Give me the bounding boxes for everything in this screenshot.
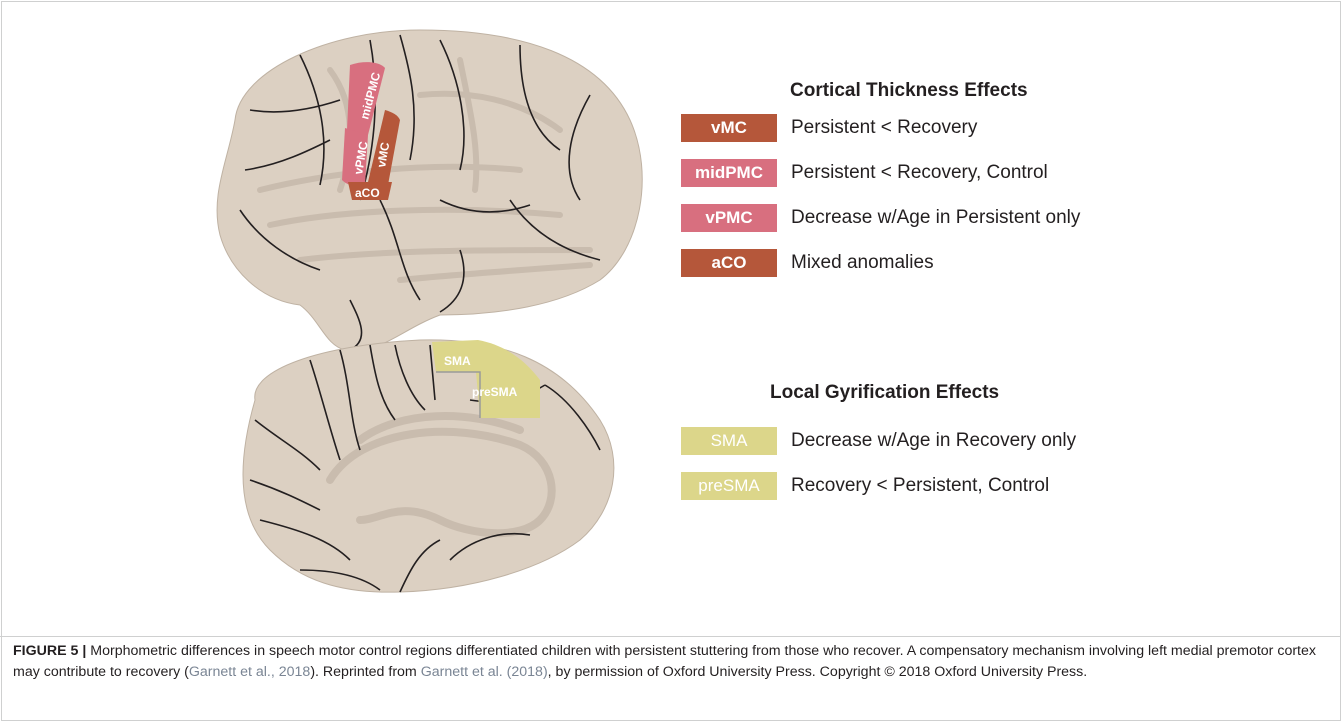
gyrification-legend-row-sma: SMA Decrease w/Age in Recovery only: [681, 427, 1076, 455]
caption-text-3: , by permission of Oxford University Pre…: [548, 664, 1088, 680]
medial-brain-view: SMA preSMA: [243, 340, 614, 592]
cortical-legend-text-midpmc: Persistent < Recovery, Control: [791, 162, 1048, 184]
gyrification-legend-row-presma: preSMA Recovery < Persistent, Control: [681, 472, 1049, 500]
caption-divider: [0, 636, 1340, 637]
gyrification-legend-text-sma: Decrease w/Age in Recovery only: [791, 430, 1076, 452]
gyrification-legend-text-presma: Recovery < Persistent, Control: [791, 475, 1049, 497]
cortical-legend-row-vmc: vMC Persistent < Recovery: [681, 114, 977, 142]
brain-label-SMA: SMA: [444, 354, 471, 368]
cortical-thickness-legend: vMC Persistent < Recovery midPMC Persistent…: [681, 114, 1321, 304]
cortical-legend-swatch-vpmc: vPMC: [681, 204, 777, 232]
lateral-brain-view: midPMC vPMC vMC aCO: [217, 30, 642, 351]
gyrification-legend-swatch-presma: preSMA: [681, 472, 777, 500]
cortical-legend-swatch-midpmc: midPMC: [681, 159, 777, 187]
caption-text-2: ). Reprinted from: [310, 664, 420, 680]
citation-link-2[interactable]: Garnett et al. (2018): [421, 664, 548, 680]
cortical-legend-text-aco: Mixed anomalies: [791, 252, 934, 274]
brain-label-preSMA: preSMA: [472, 385, 518, 399]
figure-label: FIGURE 5 |: [13, 643, 86, 659]
gyrification-legend: SMA Decrease w/Age in Recovery only preSMA…: [681, 427, 1321, 527]
cortical-legend-row-vpmc: vPMC Decrease w/Age in Persistent only: [681, 204, 1080, 232]
brain-label-aCO: aCO: [355, 186, 380, 200]
citation-link-1[interactable]: Garnett et al., 2018: [189, 664, 310, 680]
cortical-legend-text-vmc: Persistent < Recovery: [791, 117, 977, 139]
brain-illustrations: midPMC vPMC vMC aCO SMA preSMA: [0, 0, 700, 630]
cortical-legend-row-aco: aCO Mixed anomalies: [681, 249, 934, 277]
cortical-legend-swatch-aco: aCO: [681, 249, 777, 277]
figure-caption: FIGURE 5 | Morphometric differences in s…: [13, 641, 1331, 683]
gyrification-legend-swatch-sma: SMA: [681, 427, 777, 455]
cortical-legend-row-midpmc: midPMC Persistent < Recovery, Control: [681, 159, 1048, 187]
cortical-legend-text-vpmc: Decrease w/Age in Persistent only: [791, 207, 1080, 229]
gyrification-title: Local Gyrification Effects: [770, 382, 999, 404]
cortical-legend-swatch-vmc: vMC: [681, 114, 777, 142]
cortical-thickness-title: Cortical Thickness Effects: [790, 80, 1028, 102]
